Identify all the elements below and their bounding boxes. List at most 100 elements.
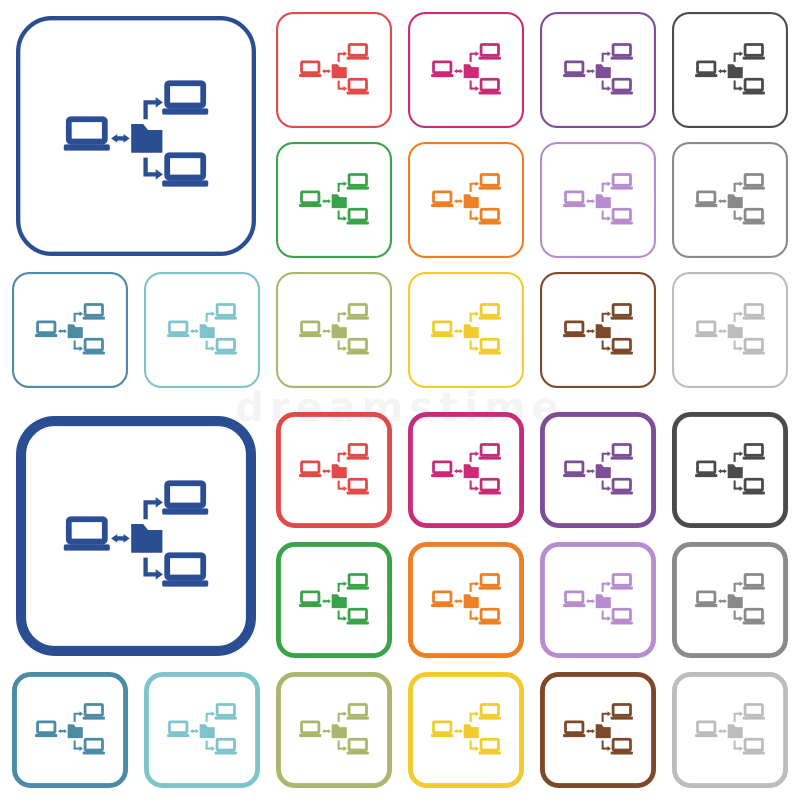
- bottom-laptop-icon: [478, 337, 501, 355]
- bottom-laptop-icon: [346, 607, 369, 625]
- icon-tile-steel-blue: [11, 271, 128, 388]
- double-arrow-icon: [111, 534, 130, 543]
- folder-icon: [595, 594, 611, 609]
- network-file-sharing-icon: [431, 173, 501, 225]
- arrow-up-right-icon: [143, 497, 163, 520]
- arrow-up-right-icon: [337, 451, 347, 462]
- icon-tile-gray: [671, 141, 788, 258]
- bottom-laptop-icon: [610, 477, 633, 495]
- double-arrow-icon: [717, 599, 727, 604]
- top-laptop-icon: [214, 703, 237, 720]
- network-file-sharing-icon: [695, 443, 765, 495]
- double-arrow-icon: [453, 729, 463, 734]
- icon-tile-lilac: [539, 541, 657, 659]
- double-arrow-icon: [321, 199, 331, 204]
- left-laptop-icon: [563, 190, 586, 208]
- icon-tile-orange: [407, 541, 525, 659]
- bottom-laptop-icon: [478, 477, 501, 495]
- folder-icon: [463, 64, 479, 79]
- network-file-sharing-icon: [299, 443, 369, 495]
- folder-icon: [463, 324, 479, 339]
- double-arrow-icon: [321, 469, 331, 474]
- icon-tile-blue: [15, 15, 256, 256]
- network-file-sharing-icon: [563, 443, 633, 495]
- icon-tile-blue: [15, 415, 257, 657]
- arrow-down-right-icon: [733, 740, 743, 752]
- arrow-up-right-icon: [337, 311, 347, 322]
- bottom-laptop-icon: [346, 337, 369, 355]
- arrow-down-right-icon: [337, 80, 347, 92]
- top-laptop-icon: [610, 303, 633, 320]
- top-laptop-icon: [478, 443, 501, 460]
- double-arrow-icon: [453, 69, 463, 74]
- arrow-down-right-icon: [205, 740, 215, 752]
- top-laptop-icon: [214, 303, 237, 320]
- icon-tile-red: [275, 11, 392, 128]
- folder-icon: [595, 464, 611, 479]
- folder-icon: [131, 524, 163, 553]
- arrow-down-right-icon: [733, 480, 743, 492]
- arrow-up-right-icon: [601, 311, 611, 322]
- top-laptop-icon: [610, 573, 633, 590]
- icon-tile-light-gray: [671, 671, 789, 789]
- network-file-sharing-icon: [695, 173, 765, 225]
- left-laptop-icon: [299, 190, 322, 208]
- arrow-up-right-icon: [733, 711, 743, 722]
- double-arrow-icon: [57, 329, 67, 334]
- icon-tile-red: [275, 411, 393, 529]
- arrow-up-right-icon: [205, 311, 215, 322]
- folder-icon: [727, 194, 743, 209]
- network-file-sharing-icon: [695, 703, 765, 755]
- icon-tile-dark-gray: [671, 11, 788, 128]
- arrow-up-right-icon: [733, 311, 743, 322]
- arrow-up-right-icon: [469, 181, 479, 192]
- left-laptop-icon: [431, 190, 454, 208]
- folder-icon: [331, 324, 347, 339]
- arrow-up-right-icon: [337, 581, 347, 592]
- folder-icon: [131, 124, 163, 153]
- network-file-sharing-icon: [299, 173, 369, 225]
- arrow-up-right-icon: [601, 51, 611, 62]
- network-file-sharing-icon: [63, 480, 209, 587]
- left-laptop-icon: [35, 720, 58, 738]
- top-laptop-icon: [346, 173, 369, 190]
- network-file-sharing-icon: [299, 303, 369, 355]
- double-arrow-icon: [321, 329, 331, 334]
- top-laptop-icon: [478, 173, 501, 190]
- bottom-laptop-icon: [610, 337, 633, 355]
- arrow-up-right-icon: [733, 451, 743, 462]
- arrow-up-right-icon: [733, 181, 743, 192]
- arrow-down-right-icon: [205, 340, 215, 352]
- icon-tile-dark-gray: [671, 411, 789, 529]
- arrow-up-right-icon: [601, 711, 611, 722]
- folder-icon: [463, 464, 479, 479]
- left-laptop-icon: [695, 190, 718, 208]
- icon-tile-olive: [275, 671, 393, 789]
- network-file-sharing-icon: [431, 43, 501, 95]
- folder-icon: [331, 724, 347, 739]
- bottom-laptop-icon: [214, 737, 237, 755]
- left-laptop-icon: [167, 720, 190, 738]
- icon-tile-steel-blue: [11, 671, 129, 789]
- arrow-down-right-icon: [469, 210, 479, 222]
- icon-tile-yellow: [407, 271, 524, 388]
- top-laptop-icon: [742, 173, 765, 190]
- top-laptop-icon: [478, 703, 501, 720]
- bottom-laptop-icon: [742, 337, 765, 355]
- arrow-down-right-icon: [73, 340, 83, 352]
- top-laptop-icon: [610, 443, 633, 460]
- double-arrow-icon: [321, 729, 331, 734]
- top-laptop-icon: [610, 173, 633, 190]
- arrow-up-right-icon: [337, 51, 347, 62]
- top-laptop-icon: [162, 480, 209, 515]
- icon-tile-green: [275, 141, 392, 258]
- arrow-down-right-icon: [337, 480, 347, 492]
- bottom-laptop-icon: [742, 77, 765, 95]
- arrow-down-right-icon: [469, 340, 479, 352]
- bottom-laptop-icon: [742, 737, 765, 755]
- double-arrow-icon: [453, 469, 463, 474]
- network-file-sharing-icon: [299, 43, 369, 95]
- bottom-laptop-icon: [478, 607, 501, 625]
- icon-tile-green: [275, 541, 393, 659]
- left-laptop-icon: [299, 60, 322, 78]
